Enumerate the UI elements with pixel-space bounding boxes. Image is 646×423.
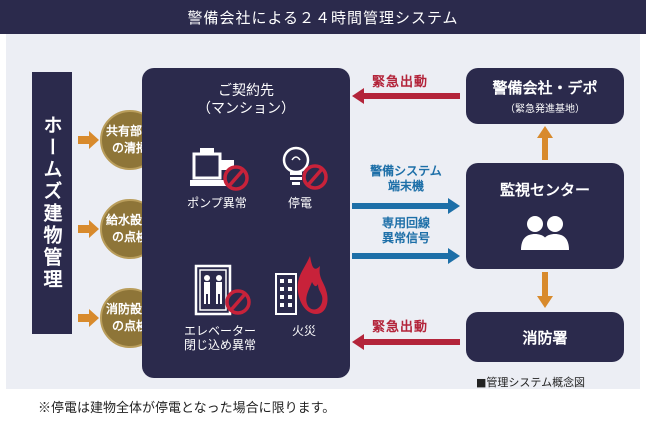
pump-icon (190, 148, 249, 191)
arrow-left-icon (352, 88, 460, 104)
security-company-subtitle: （緊急発進基地） (505, 104, 585, 115)
fire-station-box: 消防署 (466, 312, 624, 362)
arrow-right-icon (78, 220, 99, 238)
arrow-right-icon (78, 131, 99, 149)
item-elevator-label: エレベーター 閉じ込め異常 (183, 324, 256, 352)
client-mansion-box: ご契約先 （マンション） ポンプ異常 停電 エレベーター 閉じ込め異常 (142, 68, 350, 378)
light-bulb-icon (282, 146, 328, 190)
security-company-title: 警備会社・デポ (492, 79, 598, 97)
arrow-right-icon (78, 309, 99, 327)
client-title: ご契約先 （マンション） (197, 83, 295, 117)
fire-icon (275, 256, 328, 315)
terminal-label: 警備システム 端末機 (370, 164, 442, 193)
elevator-icon (194, 264, 251, 316)
fire-station-title: 消防署 (522, 328, 568, 347)
arrow-right-icon (352, 198, 460, 214)
monitoring-center-title: 監視センター (499, 181, 590, 199)
arrow-up-icon (537, 126, 553, 160)
monitoring-center-box: 監視センター (466, 163, 624, 269)
emergency-dispatch-bottom-label: 緊急出動 (372, 320, 429, 335)
dedicated-line-label: 専用回線 異常信号 (381, 216, 430, 245)
item-pump-label: ポンプ異常 (187, 196, 247, 210)
arrow-left-icon (352, 334, 460, 350)
page-title: 警備会社による２４時間管理システム (0, 0, 646, 34)
emergency-dispatch-top-label: 緊急出動 (372, 75, 429, 90)
homes-building-management: ホームズ建物管理 (32, 72, 72, 334)
people-icon (521, 216, 569, 250)
item-fire-label: 火災 (291, 324, 316, 338)
page-title-text: 警備会社による２４時間管理システム (187, 8, 459, 27)
homes-label: ホームズ建物管理 (40, 115, 63, 291)
item-outage-label: 停電 (287, 196, 312, 210)
arrow-down-icon (537, 272, 553, 308)
arrow-right-icon (352, 248, 460, 264)
footnote: ※停電は建物全体が停電となった場合に限ります。 (38, 401, 336, 416)
security-company-box: 警備会社・デポ （緊急発進基地） (466, 68, 624, 124)
diagram-legend: ■管理システム概念図 (476, 376, 586, 389)
